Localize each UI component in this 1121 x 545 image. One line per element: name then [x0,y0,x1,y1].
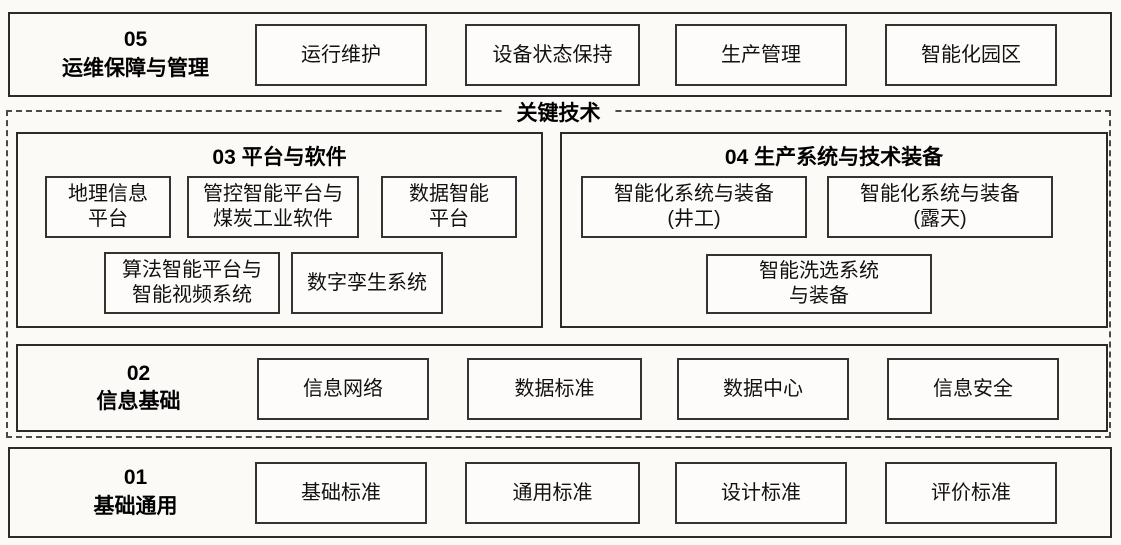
section-04-title: 04 生产系统与技术装备 [724,146,944,169]
layer-05-title: 运维保障与管理 [62,56,209,80]
key-technology-region: 关键技术 03 平台与软件 地理信息 平台 管控智能平台与 煤炭工业软件 数据智… [6,97,1111,438]
production-item-washing: 智能洗选系统 与装备 [706,254,932,314]
layer-01-basic-band: 01 基础通用 基础标准 通用标准 设计标准 评价标准 [8,447,1112,538]
basic-item-evaluation-standard: 评价标准 [885,462,1057,524]
layer-01-code: 01 [123,466,148,490]
layer-01-title: 基础通用 [93,494,178,518]
production-item-underground: 智能化系统与装备 (井工) [581,176,807,238]
ops-item-production-management: 生产管理 [675,24,847,86]
platform-item-control-industrial-software: 管控智能平台与 煤炭工业软件 [187,176,359,238]
key-technology-label: 关键技术 [502,97,615,127]
platform-item-algorithm-video: 算法智能平台与 智能视频系统 [104,252,280,314]
basic-item-basic-standard: 基础标准 [255,462,427,524]
platform-item-digital-twin: 数字孪生系统 [291,252,443,314]
section-03-title: 03 平台与软件 [212,146,347,169]
info-item-network: 信息网络 [257,358,429,420]
section-03-platform-software: 03 平台与软件 地理信息 平台 管控智能平台与 煤炭工业软件 数据智能 平台 … [16,132,543,328]
production-item-openpit: 智能化系统与装备 (露天) [827,176,1053,238]
layer-05-ops-band: 05 运维保障与管理 运行维护 设备状态保持 生产管理 智能化园区 [8,12,1112,97]
section-04-production-equipment: 04 生产系统与技术装备 智能化系统与装备 (井工) 智能化系统与装备 (露天)… [560,132,1108,328]
info-item-security: 信息安全 [887,358,1059,420]
info-item-data-center: 数据中心 [677,358,849,420]
ops-item-smart-park: 智能化园区 [885,24,1057,86]
ops-item-equipment-state: 设备状态保持 [465,24,640,86]
layer-02-label: 02 信息基础 [26,346,251,430]
platform-item-data-intelligence: 数据智能 平台 [381,176,517,238]
layer-01-label: 01 基础通用 [18,449,253,536]
layer-02-title: 信息基础 [96,390,181,413]
layer-05-code: 05 [123,28,148,52]
platform-item-gis: 地理信息 平台 [45,176,171,238]
basic-item-design-standard: 设计标准 [675,462,847,524]
layer-02-code: 02 [126,361,151,385]
basic-item-general-standard: 通用标准 [465,462,640,524]
layer-02-info-band: 02 信息基础 信息网络 数据标准 数据中心 信息安全 [16,344,1108,432]
layer-05-label: 05 运维保障与管理 [18,14,253,95]
ops-item-operation-maintenance: 运行维护 [255,24,427,86]
info-item-data-standard: 数据标准 [467,358,642,420]
